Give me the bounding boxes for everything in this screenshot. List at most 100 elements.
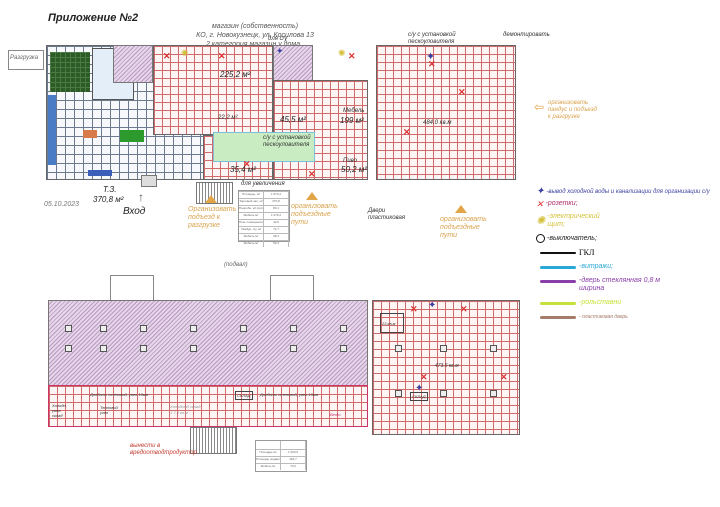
- room-area: 50,2 м²: [341, 165, 367, 174]
- glazing-line: [540, 265, 576, 269]
- document-header: магазин (собственность) КО, г. Новокузне…: [140, 22, 370, 49]
- basement-plan: Долбить стеновой, увел.10мм Долбить стен…: [40, 275, 520, 454]
- document-date: 05.10.2023: [44, 201, 80, 208]
- legend-item-socket: ✕ -розетки;: [536, 199, 578, 209]
- legend-item-switch: -выключатель;: [536, 234, 720, 243]
- unloading-area: Разгрузка: [8, 50, 44, 70]
- header-line: магазин (собственность): [211, 23, 299, 30]
- column: [100, 345, 107, 352]
- room-name: Пиво: [343, 158, 358, 164]
- legend-item-plastic-door: - пластиковая дверь: [536, 313, 720, 321]
- table-row: Пом. помещения, м²42,5: [239, 219, 289, 226]
- socket-icon: ✕: [460, 304, 468, 314]
- green-shelves: [50, 52, 90, 92]
- arrow-left-icon: ⇦: [534, 100, 545, 114]
- gkl-line: [540, 252, 576, 254]
- vent-label: Вент.: [330, 412, 342, 417]
- column: [290, 345, 297, 352]
- ground-floor-plan: Разгрузка с/у с установкой пескоуловител…: [8, 32, 597, 250]
- entrance-label: Вход: [123, 206, 146, 217]
- room-225: [153, 45, 273, 135]
- entrance-stairs: [141, 175, 157, 187]
- room-area: 370,8 м²: [93, 195, 124, 204]
- stairwell-left: [113, 45, 153, 83]
- room-area: 484.0 кв.м: [423, 120, 452, 126]
- legend-item-shutters: -рольставни: [536, 299, 720, 307]
- table-row: Площадь подвала склада, м²494,7: [256, 456, 306, 463]
- column: [395, 345, 402, 352]
- basement-room-473: [372, 300, 520, 435]
- document-title: Приложение №2: [48, 12, 139, 24]
- plastic-door-line: [540, 315, 576, 319]
- for-wc-label: для с/у: [268, 36, 288, 42]
- arrow-up-icon: [306, 192, 318, 200]
- header-line: КО, г. Новокузнецк, ул. Косилова 13: [196, 32, 314, 39]
- column: [65, 325, 72, 332]
- water-outlet-icon: ✦: [276, 46, 284, 56]
- wc-separator-label-mid: с/у с установкой пескоуловителя: [263, 135, 311, 148]
- column: [240, 325, 247, 332]
- socket-icon: ✕: [308, 169, 316, 179]
- orange-note: организовать пандус и подъезд к разгрузк…: [548, 100, 597, 120]
- water-outlet-icon: ✦: [428, 300, 437, 311]
- column: [490, 390, 497, 397]
- green-display: [120, 130, 144, 142]
- plastic-door-label: Двери пластиковая: [368, 208, 406, 221]
- socket-icon: ✕: [348, 51, 356, 61]
- wc-separator-label-top: с/у с установкой пескоуловителя: [408, 32, 456, 45]
- left-room-label: Холодн. увел. склад: [52, 403, 67, 418]
- water-outlet-icon: ✦: [415, 383, 424, 394]
- stairwell-right: [273, 45, 313, 83]
- column: [240, 345, 247, 352]
- column: [65, 345, 72, 352]
- unloading-label: Разгрузка: [10, 55, 39, 61]
- orange-display: [83, 130, 97, 138]
- room-area: 35,4 м²: [230, 165, 256, 174]
- socket-icon: ✕: [420, 372, 428, 382]
- column: [340, 325, 347, 332]
- room-name: Мебель: [343, 108, 365, 114]
- room-484: [376, 45, 516, 180]
- sklad-label-right: СКЛАД: [410, 392, 428, 401]
- summary-table-bottom: Площадь м²1 063,0 Площадь подвала склада…: [255, 440, 307, 472]
- column: [490, 345, 497, 352]
- column: [290, 325, 297, 332]
- legend-item-panel: ✺ -электрический щит;: [536, 213, 600, 228]
- table-row: [256, 441, 306, 449]
- wall-note-left: Долбить стеновой, увел.10мм: [90, 392, 149, 397]
- basement-strip: [48, 385, 368, 427]
- table-row: Подсобн. м² (склад)80,1: [239, 205, 289, 212]
- arrow-up-icon: [455, 205, 467, 213]
- column: [440, 345, 447, 352]
- panel-icon: ✺: [338, 48, 346, 58]
- wc-green-zone: [213, 132, 315, 162]
- socket-icon: ✕: [218, 51, 226, 61]
- legend-item-gkl: ГКЛ: [536, 249, 720, 257]
- room-area: 199 м²: [340, 116, 364, 125]
- socket-icon: ✕: [403, 127, 411, 137]
- column: [440, 390, 447, 397]
- blue-counters-bottom: [88, 170, 112, 176]
- column: [395, 390, 402, 397]
- orange-note: организовать подъездные пути: [291, 203, 338, 226]
- room-name: Холодный склад: [170, 404, 201, 409]
- room-area: 22,2 м²: [218, 115, 238, 121]
- blue-counter: [48, 95, 56, 165]
- column: [190, 345, 197, 352]
- legend: ✦ -вывод холодной воды и канализации для…: [536, 186, 720, 321]
- room-area: 45,5 м²: [280, 115, 306, 124]
- socket-icon: ✕: [243, 159, 251, 169]
- dismantle-label: демонтировать: [503, 32, 550, 38]
- arrow-up-icon: [205, 195, 217, 203]
- water-outlet-icon: ✦: [536, 186, 545, 197]
- entrance-arrow: ↑: [138, 190, 144, 204]
- room-area: 225,2 м²: [220, 70, 251, 79]
- socket-icon: ✕: [428, 59, 436, 69]
- basement-stairs: [190, 427, 237, 454]
- wall-note-right: Долбить стеновой, увел.10мм: [260, 392, 319, 397]
